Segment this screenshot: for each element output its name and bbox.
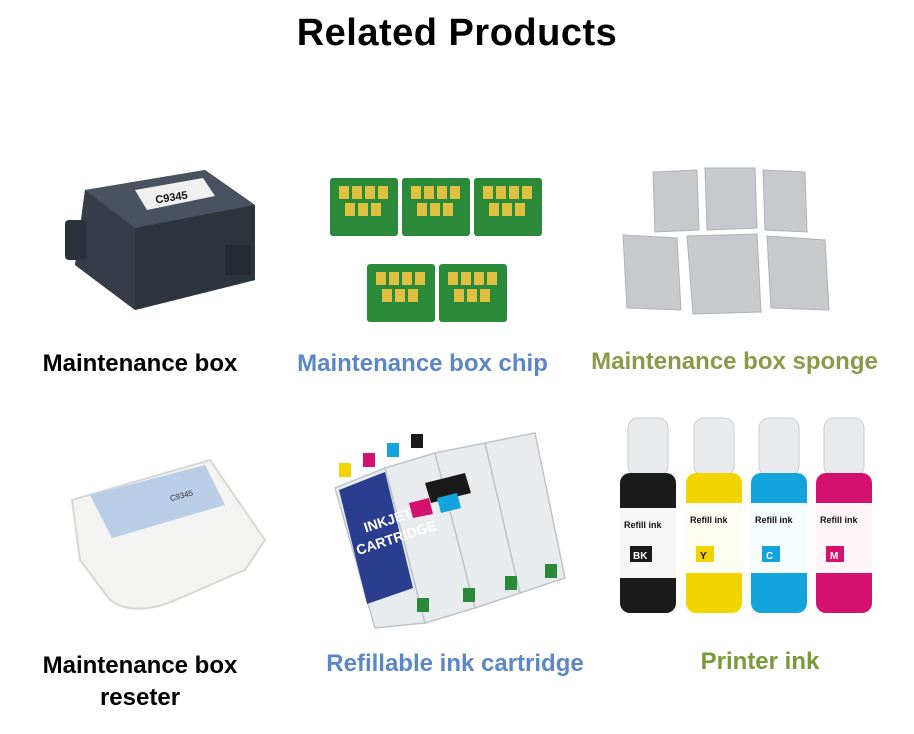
bottle-c-brand: Refill ink: [755, 515, 794, 525]
ink-bottle-y: Refill ink Y: [686, 417, 742, 613]
caption-maintenance-box: Maintenance box: [42, 350, 238, 377]
bottle-y-code: Y: [700, 551, 707, 562]
page-title: Related Products: [296, 12, 618, 54]
maintenance-box-reseter-image: C9345: [70, 458, 267, 610]
ink-bottle-m: Refill ink M: [816, 417, 872, 613]
chip-board: [330, 178, 542, 322]
bottle-m-brand: Refill ink: [820, 515, 859, 525]
bottle-m-code: M: [830, 551, 838, 562]
bottle-bk-code: BK: [633, 551, 648, 562]
bottle-y-brand: Refill ink: [690, 515, 729, 525]
caption-printer-ink: Printer ink: [700, 648, 820, 675]
caption-maintenance-box-chip: Maintenance box chip: [297, 350, 548, 377]
bottle-c-code: C: [766, 551, 773, 562]
caption-maintenance-box-reseter: Maintenance box reseter: [15, 650, 265, 714]
maintenance-box-image: C9345: [65, 170, 255, 310]
maintenance-box-sponge-image: [622, 167, 830, 315]
caption-reseter-line1: Maintenance box: [42, 652, 238, 679]
ink-bottle-c: Refill ink C: [751, 417, 807, 613]
ink-bottle-bk: Refill ink BK: [620, 417, 676, 613]
printer-ink-image: Refill ink BK Refill ink Y Refill ink C …: [620, 417, 872, 613]
maintenance-box-chip-image: [330, 178, 542, 322]
refillable-ink-cartridge-image: INKJET CARTRIDGE: [334, 432, 566, 629]
maintenance-box-label: C9345: [155, 190, 189, 207]
caption-refillable-ink-cartridge: Refillable ink cartridge: [326, 650, 584, 677]
caption-maintenance-box-sponge: Maintenance box sponge: [591, 348, 878, 375]
caption-reseter-line2: reseter: [99, 684, 181, 711]
bottle-bk-brand: Refill ink: [624, 520, 663, 530]
